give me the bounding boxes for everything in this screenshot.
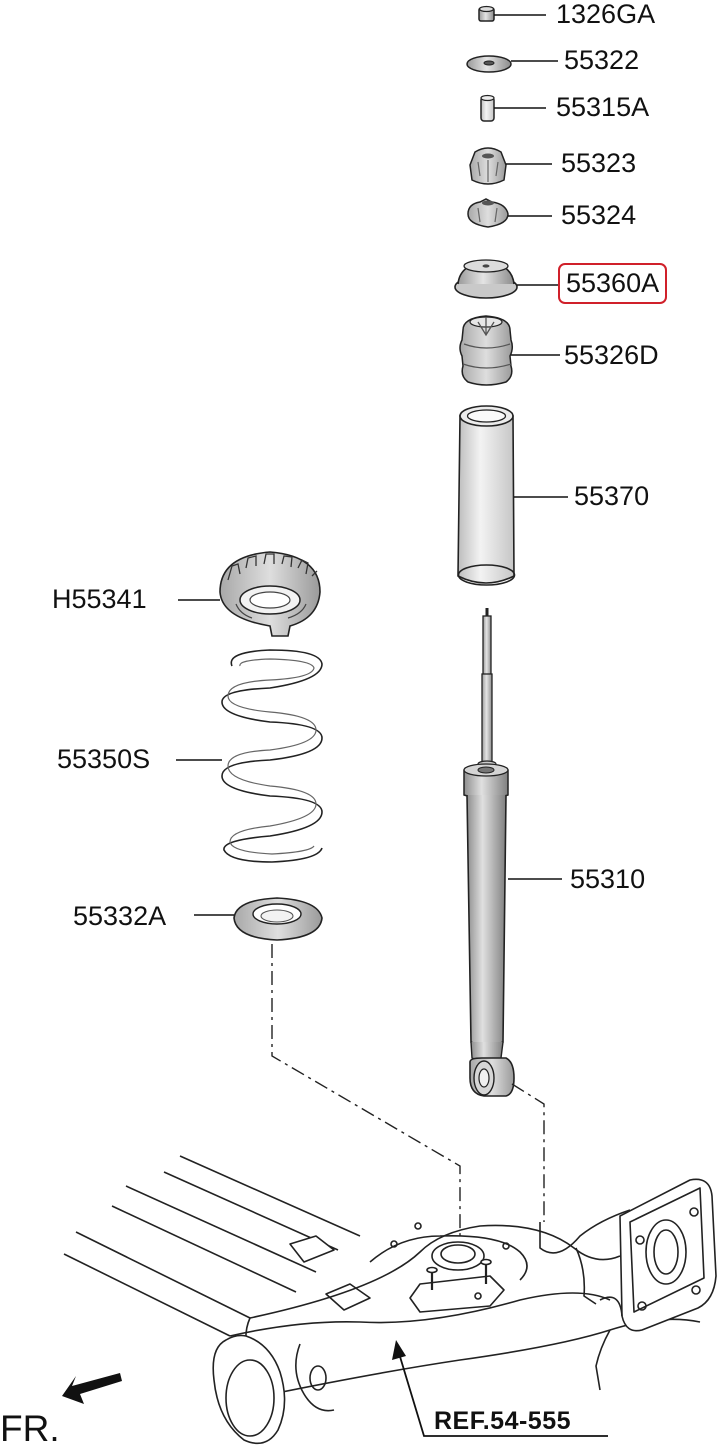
label-55323[interactable]: 55323 [561,148,637,178]
label-55370[interactable]: 55370 [574,481,650,511]
assembly-line-spring [271,944,461,1240]
front-direction-label: FR. [0,1408,60,1449]
nut-part [478,5,495,22]
label-55322[interactable]: 55322 [564,45,640,75]
label-55350S[interactable]: 55350S [57,744,151,774]
label-55324[interactable]: 55324 [561,200,637,230]
front-arrow-icon [62,1373,122,1404]
lower-insulator-part [467,198,509,228]
washer-part [466,55,512,73]
upper-insulator-part [469,147,507,185]
shock-absorber-part [463,608,515,1097]
dust-cover-part [457,405,516,586]
label-H55341[interactable]: H55341 [52,584,147,614]
label-55310[interactable]: 55310 [570,864,646,894]
reference-label[interactable]: REF.54-555 [434,1407,572,1435]
bumper-stopper-part [459,315,514,386]
spring-upper-pad-part [219,551,321,637]
label-1326GA[interactable]: 1326GA [556,0,656,29]
reference-leader [392,1340,608,1437]
coil-spring-part [221,649,323,863]
assembly-line-shock [511,1083,545,1222]
label-55360A-highlighted[interactable]: 55360A [558,263,668,304]
label-55326D[interactable]: 55326D [564,340,659,370]
spring-lower-pad-part [233,897,323,941]
rear-axle-beam [63,1155,717,1445]
mount-bracket-part [454,259,518,299]
label-55332A[interactable]: 55332A [73,901,167,931]
bushing-part [480,94,495,122]
label-55315A[interactable]: 55315A [556,92,650,122]
